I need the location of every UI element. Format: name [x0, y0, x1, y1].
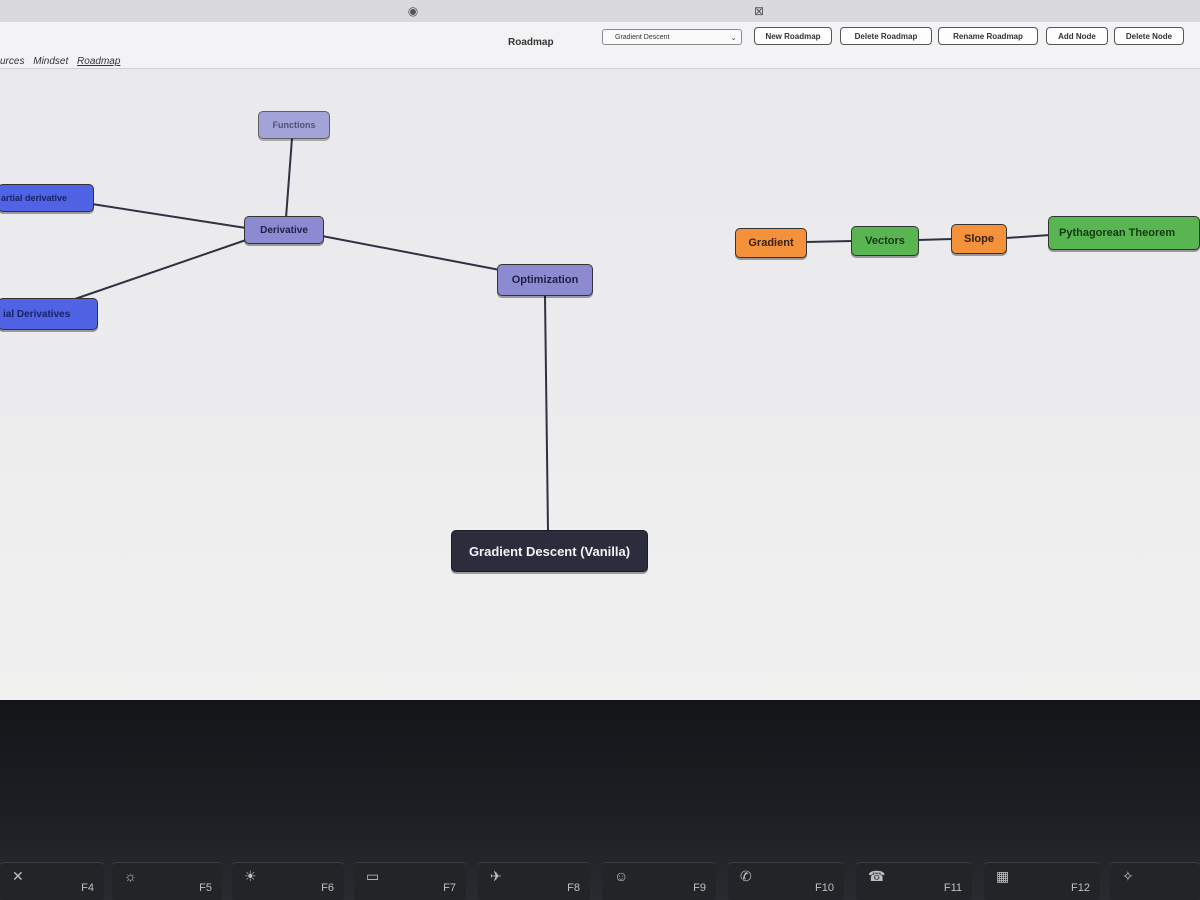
edge-derivative-optimization	[321, 235, 501, 271]
key-f7[interactable]: ▭ F7	[354, 862, 466, 900]
phone-icon: ✆	[740, 868, 752, 884]
calculator-icon: ▦	[996, 868, 1010, 884]
node-pythagorean[interactable]: Pythagorean Theorem	[1048, 216, 1200, 250]
nav-roadmap[interactable]: Roadmap	[77, 56, 121, 67]
new-roadmap-button[interactable]: New Roadmap	[754, 27, 832, 45]
node-derivative[interactable]: Derivative	[244, 216, 324, 244]
edge-gradient-vectors	[805, 240, 853, 243]
roadmap-canvas[interactable]: Functions artial derivative Derivative i…	[0, 68, 1200, 700]
edge-partial-derivatives-derivative	[71, 239, 247, 301]
star-icon: ✧	[1122, 868, 1134, 884]
browser-chrome: ◉ ⊠	[0, 0, 1200, 22]
key-f4[interactable]: ✕ F4	[0, 862, 104, 900]
brightness-down-icon: ☼	[124, 868, 137, 884]
node-partial-derivative[interactable]: artial derivative	[0, 184, 94, 212]
node-slope[interactable]: Slope	[951, 224, 1007, 254]
app-topbar: urces Mindset Roadmap Roadmap Gradient D…	[0, 22, 1200, 69]
roadmap-select[interactable]: Gradient Descent ⌄	[602, 29, 742, 45]
node-partial-derivatives[interactable]: ial Derivatives	[0, 298, 98, 330]
node-gradient-descent[interactable]: Gradient Descent (Vanilla)	[451, 530, 648, 572]
mic-off-icon: ✕	[12, 868, 24, 884]
brightness-up-icon: ☀	[244, 868, 257, 884]
airplane-icon: ✈	[490, 868, 502, 884]
edge-optimization-gradient-descent	[544, 295, 549, 533]
node-vectors[interactable]: Vectors	[851, 226, 919, 256]
edges-layer	[71, 137, 1051, 533]
close-icon[interactable]: ⊠	[753, 4, 765, 18]
key-f8[interactable]: ✈ F8	[478, 862, 590, 900]
nav-links: urces Mindset Roadmap	[0, 56, 126, 67]
key-f9[interactable]: ☺ F9	[602, 862, 716, 900]
key-f6[interactable]: ☀ F6	[232, 862, 344, 900]
key-extra[interactable]: ✧	[1110, 862, 1200, 900]
edge-vectors-slope	[917, 238, 953, 241]
record-icon[interactable]: ◉	[407, 4, 419, 18]
key-f12[interactable]: ▦ F12	[984, 862, 1100, 900]
rename-roadmap-button[interactable]: Rename Roadmap	[938, 27, 1038, 45]
edge-partial-derivative-derivative	[91, 203, 247, 229]
roadmap-select-value: Gradient Descent	[615, 34, 670, 41]
key-f5[interactable]: ☼ F5	[112, 862, 222, 900]
add-node-button[interactable]: Add Node	[1046, 27, 1108, 45]
laptop-screen: ◉ ⊠ urces Mindset Roadmap Roadmap Gradie…	[0, 0, 1200, 700]
edge-functions-derivative	[285, 137, 293, 219]
hang-up-icon: ☎	[868, 868, 886, 884]
node-optimization[interactable]: Optimization	[497, 264, 593, 296]
node-gradient[interactable]: Gradient	[735, 228, 807, 258]
display-icon: ▭	[366, 868, 380, 884]
edge-slope-pythagorean	[1005, 234, 1051, 239]
chevron-down-icon: ⌄	[730, 33, 737, 42]
key-f11[interactable]: ☎ F11	[856, 862, 972, 900]
nav-mindset[interactable]: Mindset	[33, 56, 69, 67]
nav-resources[interactable]: urces	[0, 56, 25, 67]
page-title: Roadmap	[508, 37, 554, 48]
delete-node-button[interactable]: Delete Node	[1114, 27, 1184, 45]
support-icon: ☺	[614, 868, 629, 884]
node-functions[interactable]: Functions	[258, 111, 330, 139]
key-f10[interactable]: ✆ F10	[728, 862, 844, 900]
delete-roadmap-button[interactable]: Delete Roadmap	[840, 27, 932, 45]
